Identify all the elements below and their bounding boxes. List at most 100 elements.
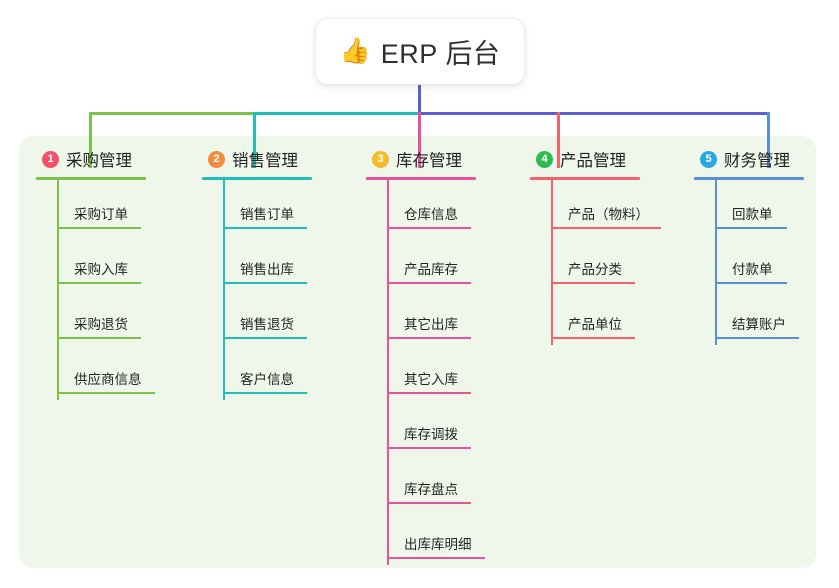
leaf-item[interactable]: 其它入库 [366,345,476,400]
leaf-item-rule [57,282,141,284]
leaf-item-label: 库存盘点 [404,482,458,497]
branch-title: 财务管理 [724,152,790,170]
bus-segment-2 [253,112,421,115]
branch-title: 销售管理 [232,152,298,170]
leaf-item[interactable]: 销售退货 [202,290,312,345]
bus-segment-3 [418,112,560,115]
leaf-item[interactable]: 库存盘点 [366,455,476,510]
branch-number-badge: 5 [700,150,717,168]
branch-header-rule [202,177,312,180]
leaf-item[interactable]: 产品（物料） [530,180,661,235]
branch-item-list: 产品（物料） 产品分类产品单位 [530,180,661,345]
branch-header-rule [530,177,640,180]
leaf-item-label: 付款单 [732,262,773,277]
leaf-item[interactable]: 仓库信息 [366,180,476,235]
branch-connector-5 [767,112,770,168]
branch-spine [57,180,59,400]
leaf-item-rule [387,337,471,339]
leaf-item-label: 客户信息 [240,372,294,387]
leaf-item[interactable]: 采购退货 [36,290,146,345]
leaf-item[interactable]: 供应商信息 [36,345,155,400]
leaf-item-label: 库存调拨 [404,427,458,442]
leaf-item[interactable]: 销售出库 [202,235,312,290]
leaf-item-label: 采购订单 [74,207,128,222]
leaf-item[interactable]: 产品库存 [366,235,476,290]
leaf-item-label: 供应商信息 [74,372,142,387]
branch-header-5[interactable]: 5 财务管理 [694,147,804,171]
leaf-item-label: 结算账户 [732,317,786,332]
leaf-item-label: 产品库存 [404,262,458,277]
leaf-item-rule [387,392,471,394]
content-panel [19,136,816,568]
leaf-item[interactable]: 回款单 [694,180,804,235]
leaf-item[interactable]: 付款单 [694,235,804,290]
leaf-item[interactable]: 其它出库 [366,290,476,345]
leaf-item-rule [551,227,661,229]
leaf-item-rule [715,282,787,284]
leaf-item-rule [223,282,307,284]
leaf-item-rule [223,392,307,394]
branch-item-list: 仓库信息产品库存其它出库其它入库库存调拨库存盘点出库库明细 [366,180,485,565]
leaf-item-rule [551,282,635,284]
leaf-item-label: 回款单 [732,207,773,222]
branch-connector-1 [89,112,92,168]
leaf-item-rule [223,337,307,339]
leaf-item-rule [57,227,141,229]
bus-segment-4 [557,112,770,115]
root-node-content: 👍 ERP 后台 [340,32,501,71]
branch-item-list: 回款单付款单结算账户 [694,180,804,345]
branch-title: 产品管理 [560,152,626,170]
leaf-item[interactable]: 产品分类 [530,235,640,290]
leaf-item-label: 其它入库 [404,372,458,387]
branch-title: 库存管理 [396,152,462,170]
thumbs-up-icon: 👍 [339,37,371,65]
leaf-item[interactable]: 销售订单 [202,180,312,235]
branch-header-2[interactable]: 2 销售管理 [202,147,312,171]
leaf-item-label: 产品分类 [568,262,622,277]
root-node[interactable]: 👍 ERP 后台 [315,18,525,85]
branch-column-5: 5 财务管理回款单付款单结算账户 [694,147,804,345]
leaf-item[interactable]: 产品单位 [530,290,640,345]
branch-header-3[interactable]: 3 库存管理 [366,147,476,171]
branch-column-3: 3 库存管理仓库信息产品库存其它出库其它入库库存调拨库存盘点出库库明细 [366,147,485,565]
leaf-item-label: 出库库明细 [404,537,472,552]
branch-number-badge: 3 [372,150,389,168]
branch-spine [551,180,553,345]
leaf-item-rule [387,557,485,559]
branch-number-badge: 4 [536,150,553,168]
leaf-item-label: 采购入库 [74,262,128,277]
branch-header-rule [694,177,804,180]
branch-item-list: 销售订单销售出库销售退货客户信息 [202,180,312,400]
leaf-item[interactable]: 采购入库 [36,235,146,290]
leaf-item-rule [57,337,141,339]
leaf-item-rule [57,392,155,394]
leaf-item-rule [387,502,471,504]
leaf-item-label: 销售出库 [240,262,294,277]
branch-connector-4 [557,112,560,168]
branch-column-2: 2 销售管理销售订单销售出库销售退货客户信息 [202,147,312,400]
leaf-item-rule [387,227,471,229]
leaf-item[interactable]: 出库库明细 [366,510,485,565]
leaf-item-label: 销售退货 [240,317,294,332]
branch-spine [223,180,225,400]
leaf-item-rule [715,337,799,339]
branch-number-badge: 1 [42,150,59,168]
branch-column-4: 4 产品管理产品（物料） 产品分类产品单位 [530,147,661,345]
branch-connector-3 [418,112,421,168]
leaf-item-rule [387,447,471,449]
leaf-item[interactable]: 库存调拨 [366,400,476,455]
bus-segment-1 [89,112,256,115]
leaf-item[interactable]: 客户信息 [202,345,312,400]
leaf-item-label: 产品（物料） [568,207,649,222]
branch-header-rule [36,177,146,180]
root-title: ERP 后台 [380,39,501,69]
leaf-item[interactable]: 结算账户 [694,290,804,345]
leaf-item-label: 销售订单 [240,207,294,222]
leaf-item[interactable]: 采购订单 [36,180,146,235]
branch-number-badge: 2 [208,150,225,168]
branch-header-4[interactable]: 4 产品管理 [530,147,640,171]
branch-connector-2 [253,112,256,168]
